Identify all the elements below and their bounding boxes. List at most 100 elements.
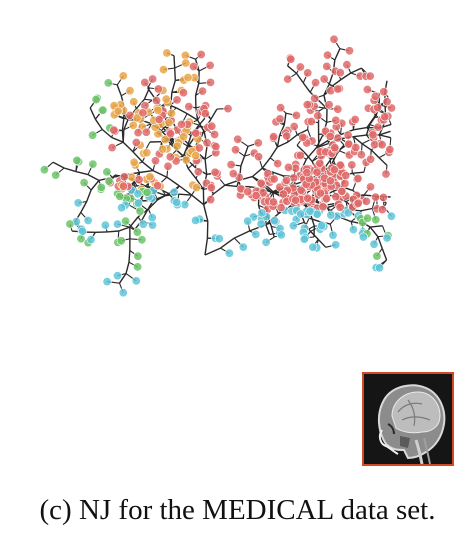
tree-edge xyxy=(340,72,352,81)
tree-edge xyxy=(283,113,287,125)
tree-leaf-node xyxy=(191,128,201,138)
tree-leaf-node xyxy=(135,206,145,216)
tree-leaf-node xyxy=(381,169,391,179)
tree-leaf-node xyxy=(243,216,253,226)
tree-leaf-node xyxy=(288,221,298,231)
tree-leaf-node xyxy=(356,150,366,160)
tree-leaf-node xyxy=(131,276,141,286)
tree-edge xyxy=(269,146,278,159)
tree-edge xyxy=(276,135,281,148)
tree-edge xyxy=(143,87,151,100)
tree-leaf-node xyxy=(179,132,189,142)
tree-leaf-node xyxy=(180,50,190,60)
tree-leaf-node xyxy=(371,215,381,225)
tree-edge xyxy=(302,82,311,93)
tree-edge xyxy=(310,215,315,227)
tree-leaf-node xyxy=(191,215,201,225)
tree-edge xyxy=(118,273,127,284)
tree-leaf-node xyxy=(162,48,172,58)
tree-edge xyxy=(353,134,367,138)
tree-leaf-node xyxy=(319,74,329,84)
tree-edge xyxy=(186,113,198,121)
tree-leaf-node xyxy=(196,49,206,59)
tree-edge xyxy=(147,199,158,210)
tree-leaf-node xyxy=(91,95,101,105)
tree-edge xyxy=(94,118,103,130)
tree-leaf-node xyxy=(65,219,75,229)
tree-leaf-node xyxy=(268,197,278,207)
tree-edge xyxy=(317,238,327,248)
tree-leaf-node xyxy=(233,134,243,144)
tree-leaf-node xyxy=(343,130,353,140)
tree-leaf-node xyxy=(231,145,241,155)
tree-nodes xyxy=(39,34,396,298)
tree-leaf-node xyxy=(223,104,233,114)
tree-leaf-node xyxy=(283,162,293,172)
tree-leaf-node xyxy=(257,208,267,218)
tree-edge xyxy=(315,135,324,149)
tree-leaf-node xyxy=(210,130,220,140)
tree-leaf-node xyxy=(51,170,61,180)
tree-leaf-node xyxy=(100,220,110,230)
tree-edge xyxy=(174,67,176,81)
tree-edge xyxy=(251,167,263,178)
tree-leaf-node xyxy=(368,130,378,140)
tree-leaf-node xyxy=(324,100,334,110)
tree-edge xyxy=(128,250,131,263)
tree-edge xyxy=(135,98,145,110)
tree-edge xyxy=(224,179,239,186)
tree-leaf-node xyxy=(295,62,305,72)
tree-leaf-node xyxy=(73,198,83,208)
tree-leaf-node xyxy=(198,86,208,96)
tree-leaf-node xyxy=(193,167,203,177)
tree-leaf-node xyxy=(326,210,336,220)
tree-leaf-node xyxy=(328,230,338,240)
tree-edge xyxy=(309,230,319,240)
tree-edge xyxy=(315,139,329,149)
tree-edge xyxy=(240,155,246,167)
tree-leaf-node xyxy=(102,167,112,177)
tree-leaf-node xyxy=(386,211,396,221)
tree-edge xyxy=(352,171,364,174)
tree-leaf-node xyxy=(192,183,202,193)
tree-edge xyxy=(305,147,317,160)
mri-head-scan-image xyxy=(362,372,454,466)
tree-leaf-node xyxy=(340,179,350,189)
tree-edge xyxy=(278,124,285,136)
tree-leaf-node xyxy=(119,172,129,182)
tree-leaf-node xyxy=(172,141,182,151)
tree-edge xyxy=(89,107,97,120)
tree-leaf-node xyxy=(137,235,147,245)
tree-edge xyxy=(210,108,218,120)
tree-leaf-node xyxy=(369,239,379,249)
tree-leaf-node xyxy=(325,131,335,141)
tree-leaf-node xyxy=(269,132,279,142)
tree-edge xyxy=(182,145,190,157)
tree-leaf-node xyxy=(115,191,125,201)
tree-leaf-node xyxy=(151,156,161,166)
tree-leaf-node xyxy=(372,251,382,261)
tree-leaf-node xyxy=(132,113,142,123)
tree-leaf-node xyxy=(166,129,176,139)
tree-edge xyxy=(204,247,221,256)
tree-leaf-node xyxy=(153,181,163,191)
tree-edge xyxy=(52,161,65,169)
tree-leaf-node xyxy=(189,61,199,71)
tree-leaf-node xyxy=(347,160,357,170)
tree-leaf-node xyxy=(254,152,264,162)
tree-edge xyxy=(152,169,168,178)
tree-edge xyxy=(173,55,176,69)
tree-leaf-node xyxy=(270,216,280,226)
tree-leaf-node xyxy=(386,103,396,113)
tree-leaf-node xyxy=(104,176,114,186)
tree-edge xyxy=(171,80,176,93)
tree-leaf-node xyxy=(181,155,191,165)
tree-leaf-node xyxy=(177,119,187,129)
tree-leaf-node xyxy=(365,71,375,81)
tree-leaf-node xyxy=(306,117,316,127)
mri-head-scan-icon xyxy=(364,374,452,464)
tree-leaf-node xyxy=(318,202,328,212)
tree-edge xyxy=(270,226,275,238)
tree-leaf-node xyxy=(342,60,352,70)
tree-leaf-node xyxy=(370,91,380,101)
